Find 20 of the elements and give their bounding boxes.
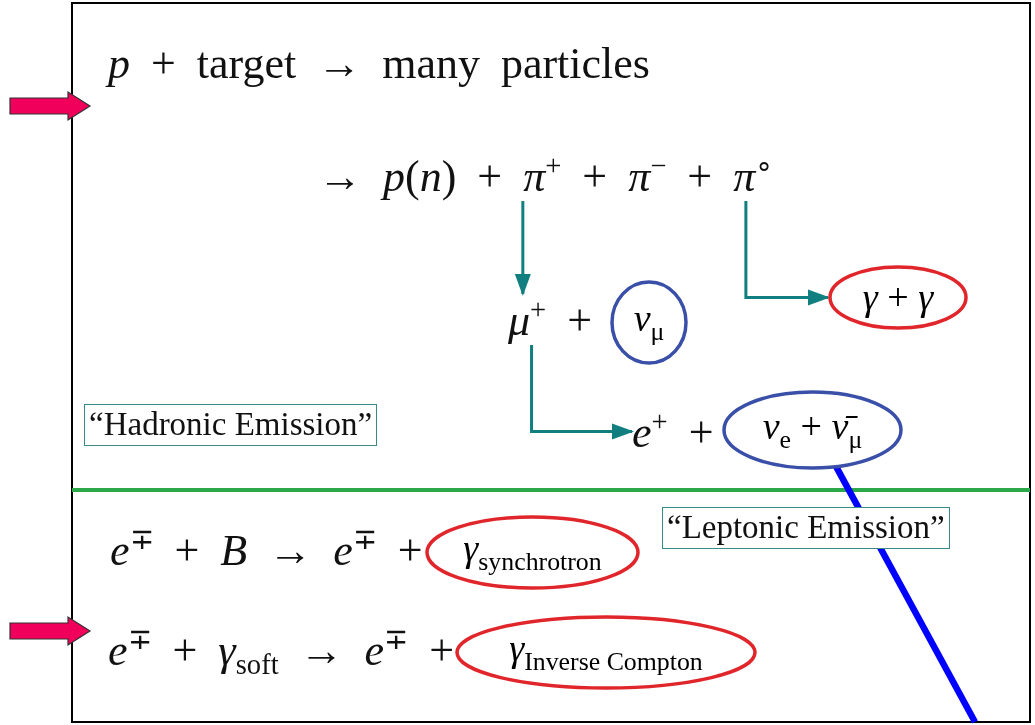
emission-label: “Leptonic Emission” — [662, 507, 950, 549]
highlight-ellipse — [610, 280, 688, 365]
highlight-ellipse — [425, 515, 640, 590]
math-term: ν$_{μ}$ — [633, 298, 665, 347]
equation-text: → p(n) + π$^{+}$ + π$^{−}$ + π$^{∘}$ — [318, 150, 774, 202]
arrow — [744, 201, 830, 306]
arrow — [514, 201, 531, 296]
equation-text: e$^{+}$ + — [632, 406, 714, 458]
math-term: γ + γ — [862, 276, 934, 319]
highlight-ellipse — [455, 615, 757, 690]
arrow — [530, 345, 634, 440]
math-term: ν$_{e}$ + ν̄$_{μ}$ — [762, 406, 863, 454]
math-term: γ$_{synchrotron}$ — [463, 528, 602, 577]
highlight-ellipse — [722, 390, 903, 470]
emission-label: “Hadronic Emission” — [84, 404, 378, 446]
math-term: γ$_{Inverse Compton}$ — [509, 628, 703, 677]
highlight-ellipse — [828, 265, 968, 330]
equation-text: e$^{∓}$ + B → e$^{∓}$ + — [110, 524, 423, 576]
equation-text: e$^{∓}$ + γ$_{soft}$ → e$^{∓}$ + — [108, 624, 454, 681]
equation-text: μ$^{+}$ + — [508, 294, 593, 346]
